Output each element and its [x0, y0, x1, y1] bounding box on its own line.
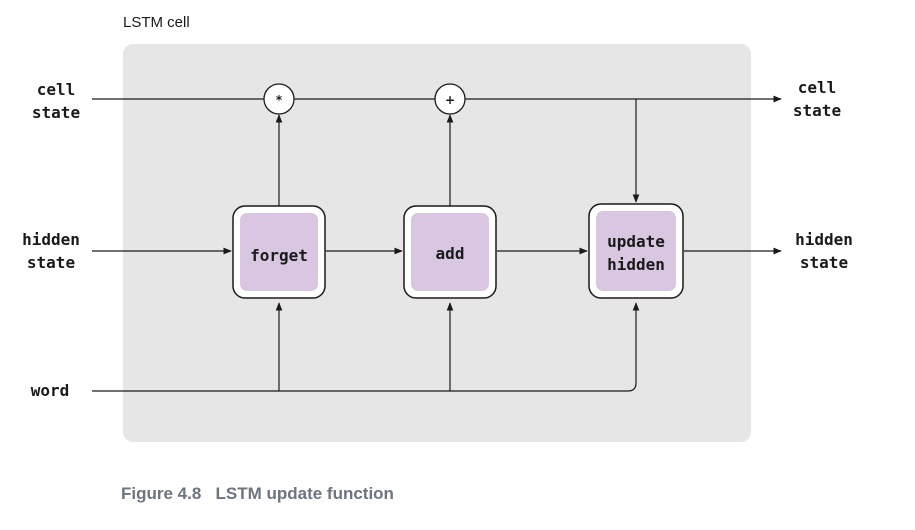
update-gate-label-line2: hidden: [607, 255, 665, 274]
word-input-label: word: [31, 381, 70, 400]
forget-gate-label: forget: [250, 246, 308, 265]
add-gate: add: [403, 205, 497, 299]
plus-symbol: +: [445, 93, 455, 107]
cell-state-input-label-line2: state: [32, 103, 80, 122]
add-gate-label: add: [436, 244, 465, 263]
hidden-state-input-label-line1: hidden: [22, 230, 80, 249]
multiply-operator: *: [263, 83, 295, 115]
forget-gate: forget: [232, 205, 326, 299]
multiply-symbol: *: [276, 93, 283, 107]
cell-state-input-label-line1: cell: [37, 80, 76, 99]
word-to-update-arrow: [92, 302, 640, 392]
update-hidden-gate: update hidden: [588, 203, 684, 299]
add-operator: +: [434, 83, 466, 115]
cell-state-output-label-line2: state: [793, 101, 841, 120]
lstm-cell-label: LSTM cell: [123, 14, 190, 31]
cell-state-output-label-line1: cell: [798, 78, 837, 97]
hidden-state-output-label-line2: state: [800, 253, 848, 272]
hidden-state-output-label-line1: hidden: [795, 230, 853, 249]
hidden-state-input-label-line2: state: [27, 253, 75, 272]
update-gate-label-line1: update: [607, 232, 665, 251]
figure-caption: Figure 4.8 LSTM update function: [121, 484, 394, 503]
